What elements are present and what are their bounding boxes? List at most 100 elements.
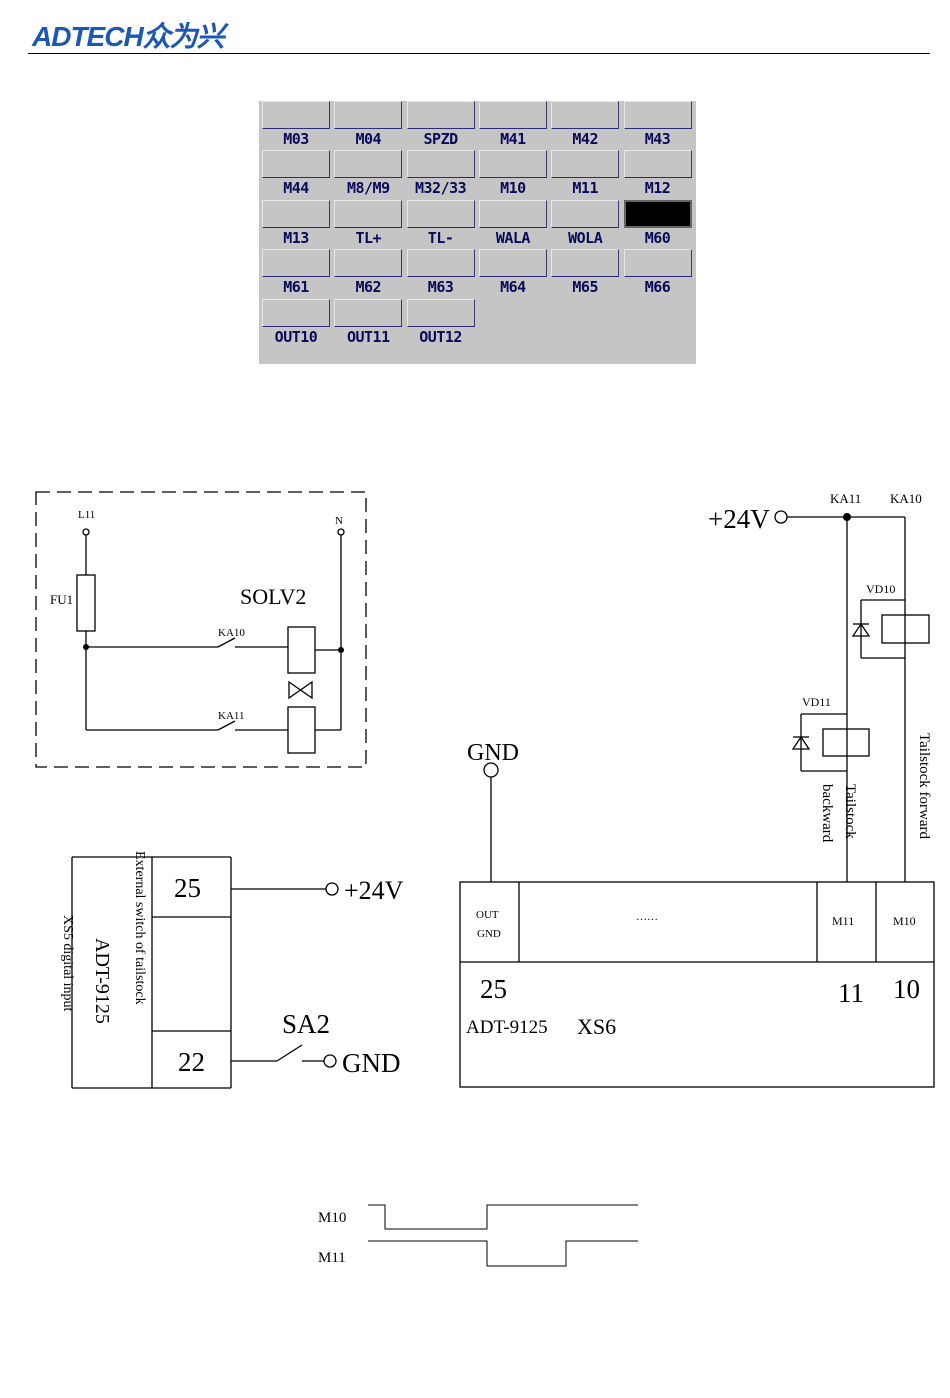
- panel-button-label: M12: [644, 179, 671, 198]
- panel-button-key[interactable]: [551, 101, 620, 129]
- panel-button[interactable]: M03: [260, 101, 332, 150]
- panel-button[interactable]: M13: [260, 199, 332, 249]
- panel-button[interactable]: M63: [405, 249, 477, 298]
- panel-button[interactable]: M60: [622, 199, 694, 249]
- label-m11-pin: M11: [832, 914, 854, 928]
- panel-button-key[interactable]: [623, 150, 692, 179]
- panel-button-key[interactable]: [406, 199, 475, 228]
- panel-button[interactable]: M10: [477, 150, 549, 199]
- panel-button[interactable]: OUT10: [260, 298, 332, 348]
- panel-button-key[interactable]: [334, 249, 403, 278]
- label-ka11-contact: KA11: [218, 710, 244, 722]
- panel-button-label: M04: [355, 130, 382, 148]
- panel-button-key[interactable]: [478, 101, 547, 129]
- label-input-24v: +24V: [344, 876, 404, 905]
- panel-button-key[interactable]: [262, 150, 330, 179]
- terminal-24v: [774, 510, 788, 524]
- label-pin-25-out: 25: [480, 974, 507, 1004]
- panel-button-key[interactable]: [334, 298, 403, 327]
- panel-button-key[interactable]: [334, 101, 403, 129]
- panel-button-key[interactable]: [623, 249, 692, 278]
- panel-button-key[interactable]: [623, 199, 692, 228]
- panel-button-key[interactable]: [406, 150, 475, 179]
- panel-button[interactable]: SPZD: [405, 101, 477, 150]
- panel-button-key[interactable]: [478, 249, 547, 278]
- label-pin-22: 22: [178, 1047, 205, 1077]
- panel-button-label: WOLA: [568, 228, 603, 247]
- terminal-input-gnd: [323, 1054, 337, 1068]
- label-pin-25-in: 25: [174, 873, 201, 903]
- panel-button[interactable]: M43: [622, 101, 694, 150]
- label-sa2: SA2: [282, 1009, 330, 1039]
- panel-button[interactable]: M41: [477, 101, 549, 150]
- panel-button[interactable]: M11: [549, 150, 621, 199]
- panel-button-label: M03: [283, 130, 309, 148]
- label-ellipsis: ……: [636, 911, 658, 923]
- panel-button-key[interactable]: [262, 249, 330, 278]
- panel-button[interactable]: M61: [260, 249, 332, 298]
- label-timing-m10: M10: [318, 1210, 346, 1226]
- panel-button[interactable]: OUT12: [405, 298, 477, 348]
- panel-button-key[interactable]: [334, 150, 403, 179]
- panel-button[interactable]: M04: [332, 101, 404, 150]
- label-out-gnd: GND: [477, 928, 501, 940]
- panel-button[interactable]: TL+: [332, 199, 404, 249]
- panel-button[interactable]: M62: [332, 249, 404, 298]
- label-m10-pin: M10: [893, 914, 916, 928]
- panel-button-key[interactable]: [623, 101, 692, 129]
- panel-button-label: SPZD: [423, 130, 459, 148]
- panel-button[interactable]: M12: [622, 150, 694, 199]
- panel-button[interactable]: M44: [260, 150, 332, 199]
- relay-coil-ka11: [822, 728, 870, 757]
- panel-button-key[interactable]: [478, 150, 547, 179]
- panel-button-key[interactable]: [334, 199, 403, 228]
- input-circuit: [71, 856, 339, 1089]
- panel-button-key[interactable]: [406, 249, 475, 278]
- panel-button[interactable]: M8/M9: [332, 150, 404, 199]
- panel-button[interactable]: WOLA: [549, 199, 621, 249]
- panel-button-label: OUT10: [274, 327, 318, 346]
- panel-button[interactable]: OUT11: [332, 298, 404, 348]
- label-tailstock-forward: Tailstock forward: [916, 733, 932, 839]
- terminal-n: [337, 528, 345, 536]
- panel-button-key[interactable]: [551, 249, 620, 278]
- label-solv2: SOLV2: [240, 584, 306, 609]
- panel-button-key[interactable]: [406, 298, 475, 327]
- terminal-input-24v: [325, 882, 339, 896]
- label-adt9125-vertical: ADT-9125: [91, 938, 113, 1024]
- panel-button-label: OUT11: [346, 327, 390, 346]
- brand-logo: ADTECH众为兴: [32, 21, 225, 52]
- header-rule: [28, 53, 930, 54]
- panel-button[interactable]: M65: [549, 249, 621, 298]
- panel-button[interactable]: M66: [622, 249, 694, 298]
- panel-button[interactable]: WALA: [477, 199, 549, 249]
- panel-button-label: M41: [500, 130, 526, 148]
- panel-button-key[interactable]: [478, 199, 547, 228]
- panel-button-label: M32/33: [415, 179, 467, 198]
- contact-ka10: [217, 637, 236, 648]
- panel-button-key[interactable]: [262, 101, 330, 129]
- label-input-gnd: GND: [342, 1048, 401, 1078]
- panel-button[interactable]: M42: [549, 101, 621, 150]
- panel-button-key[interactable]: [262, 298, 330, 327]
- switch-sa2: [276, 1044, 303, 1062]
- panel-button-key[interactable]: [551, 150, 620, 179]
- panel-button[interactable]: M32/33: [405, 150, 477, 199]
- panel-button-key[interactable]: [406, 101, 475, 129]
- dashed-enclosure: [35, 491, 367, 768]
- panel-button-label: M10: [500, 179, 526, 198]
- panel-button[interactable]: M64: [477, 249, 549, 298]
- label-gnd: GND: [467, 740, 519, 766]
- panel-button[interactable]: TL-: [405, 199, 477, 249]
- label-xs5-input: XS5 digital input: [60, 915, 75, 1012]
- panel-button-key[interactable]: [262, 199, 330, 228]
- panel-button-key[interactable]: [551, 199, 620, 228]
- controller-xs6: [459, 881, 935, 1088]
- relay-coil-ka10: [881, 614, 930, 644]
- panel-button-label: TL-: [427, 228, 454, 247]
- label-tailstock-backward-2: backward: [819, 784, 835, 843]
- panel-button-label: WALA: [495, 228, 531, 247]
- label-tailstock-backward-1: Tailstock: [842, 784, 858, 839]
